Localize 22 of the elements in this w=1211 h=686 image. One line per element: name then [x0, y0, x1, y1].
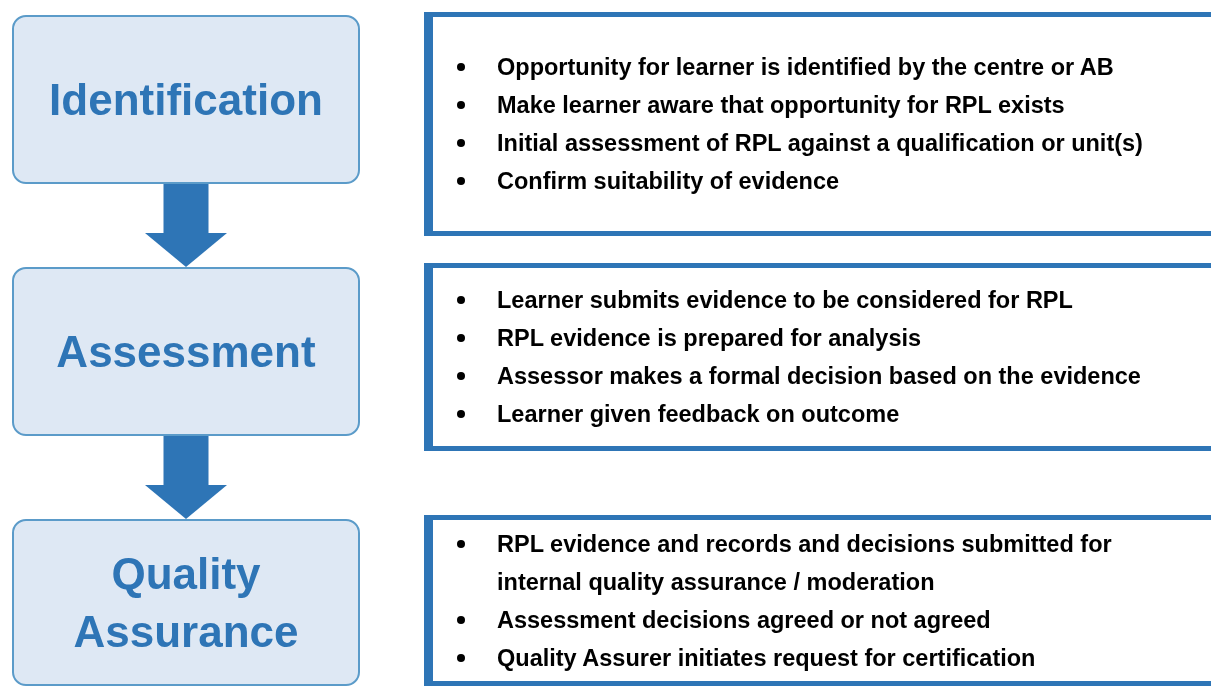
block-arrow — [145, 436, 227, 519]
stage-box — [12, 15, 360, 184]
bullet-text: Make learner aware that opportunity for RPL exists — [497, 92, 1065, 118]
stage-box — [12, 267, 360, 436]
bullet-text: Assessment decisions agreed or not agreed — [497, 606, 991, 633]
stage-title: Quality Assurance — [72, 548, 300, 658]
bullet-text: RPL evidence is prepared for analysis — [497, 325, 922, 351]
stage-title: Assessment — [56, 325, 316, 378]
bullet-text: Opportunity for learner is identified by the centre or AB — [497, 54, 1114, 80]
bullet-list-panel — [424, 515, 1211, 686]
bullet-text: Learner given feedback on outcome — [497, 401, 900, 427]
block-arrow — [145, 184, 227, 267]
bullet-text: Initial assessment of RPL against a qualification or unit(s) — [497, 130, 1143, 156]
stage-box — [12, 519, 360, 686]
stage-title: Identification — [49, 73, 323, 126]
bullet-text: Confirm suitability of evidence — [497, 168, 840, 194]
bullet-list-panel — [424, 12, 1211, 236]
bullet-text: Learner submits evidence to be considered for RPL — [497, 287, 1073, 313]
bullet-text: Assessor makes a formal decision based on the evidence — [497, 363, 1141, 389]
bullet-list-panel — [424, 263, 1211, 451]
bullet-text: RPL evidence and records and decisions submitted for internal quality assurance / moderation — [497, 530, 1112, 595]
bullet-text: Quality Assurer initiates request for certification — [497, 644, 1036, 671]
